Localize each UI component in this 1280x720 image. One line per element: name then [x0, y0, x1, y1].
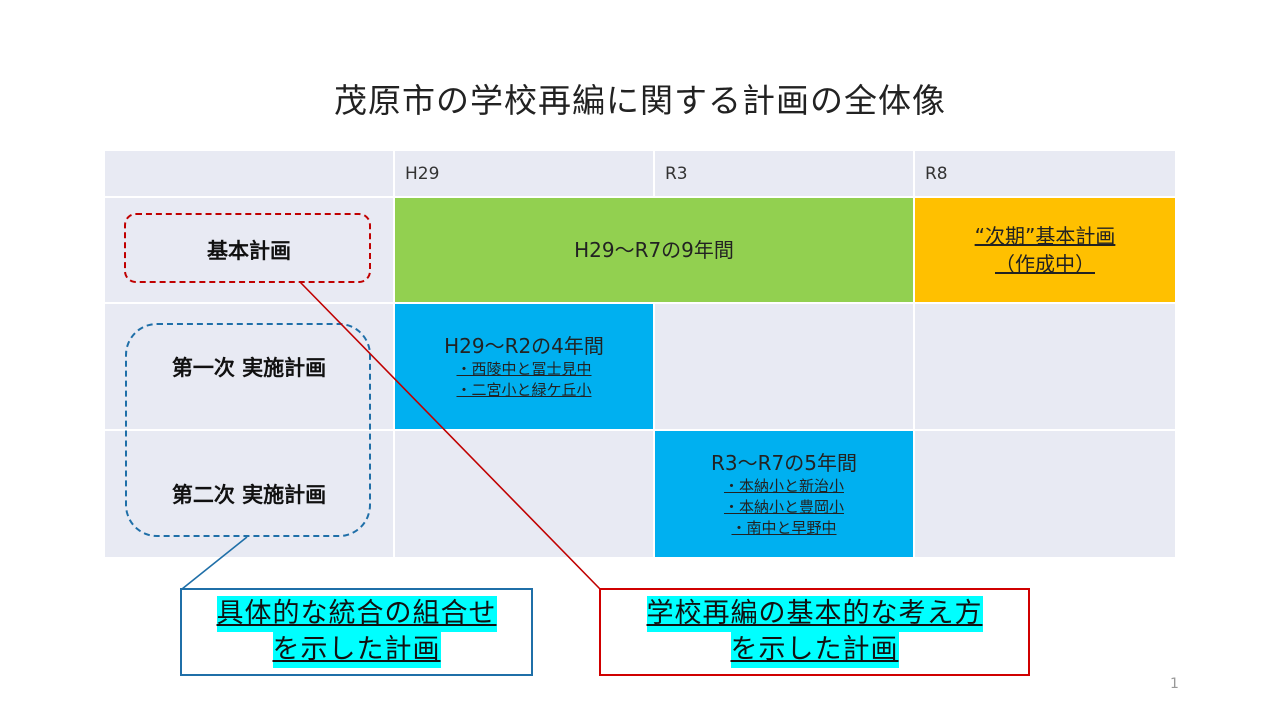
empty-cell [395, 431, 653, 557]
header-r3: R3 [655, 151, 913, 196]
bar-text: H29〜R2の4年間 [444, 333, 604, 358]
row-label-text: 基本計画 [207, 239, 291, 263]
slide-title: 茂原市の学校再編に関する計画の全体像 [334, 81, 946, 120]
bar-basic-plan-h29-r7: H29〜R7の9年間 [395, 198, 913, 302]
bar-subtext: （作成中） [995, 252, 1095, 276]
basic-plan-highlight [124, 213, 371, 283]
bar-text: H29〜R7の9年間 [574, 238, 734, 262]
implementation-callout: 具体的な統合の組合せ を示した計画 [180, 588, 533, 676]
row-label-basic-plan: 基本計画 [105, 198, 393, 302]
school-pair: ・西陵中と冨士見中 [456, 359, 592, 378]
empty-cell [915, 304, 1175, 429]
school-pair: ・本納小と豊岡小 [723, 497, 844, 516]
implementation-plans-highlight [125, 323, 371, 537]
bar-text: “次期”基本計画 [974, 224, 1116, 248]
page-number: 1 [1170, 676, 1179, 692]
callout-line2: を示した計画 [730, 632, 899, 668]
basic-callout: 学校再編の基本的な考え方 を示した計画 [599, 588, 1030, 676]
school-pair: ・本納小と新治小 [723, 476, 844, 495]
bar-first-implementation-h29-r2: H29〜R2の4年間 ・西陵中と冨士見中 ・二宮小と緑ケ丘小 [395, 304, 653, 429]
header-r8: R8 [915, 151, 1175, 196]
callout-line1: 学校再編の基本的な考え方 [646, 596, 983, 632]
callout-line2: を示した計画 [272, 632, 441, 668]
bar-next-basic-plan: “次期”基本計画 （作成中） [915, 198, 1175, 302]
empty-cell [655, 304, 913, 429]
school-pair: ・南中と早野中 [731, 518, 837, 537]
callout-line1: 具体的な統合の組合せ [216, 596, 497, 632]
school-pair: ・二宮小と緑ケ丘小 [456, 380, 592, 399]
header-h29: H29 [395, 151, 653, 196]
bar-text: R3〜R7の5年間 [711, 450, 857, 475]
header-corner [105, 151, 393, 196]
empty-cell [915, 431, 1175, 557]
bar-second-implementation-r3-r7: R3〜R7の5年間 ・本納小と新治小 ・本納小と豊岡小 ・南中と早野中 [655, 431, 913, 557]
